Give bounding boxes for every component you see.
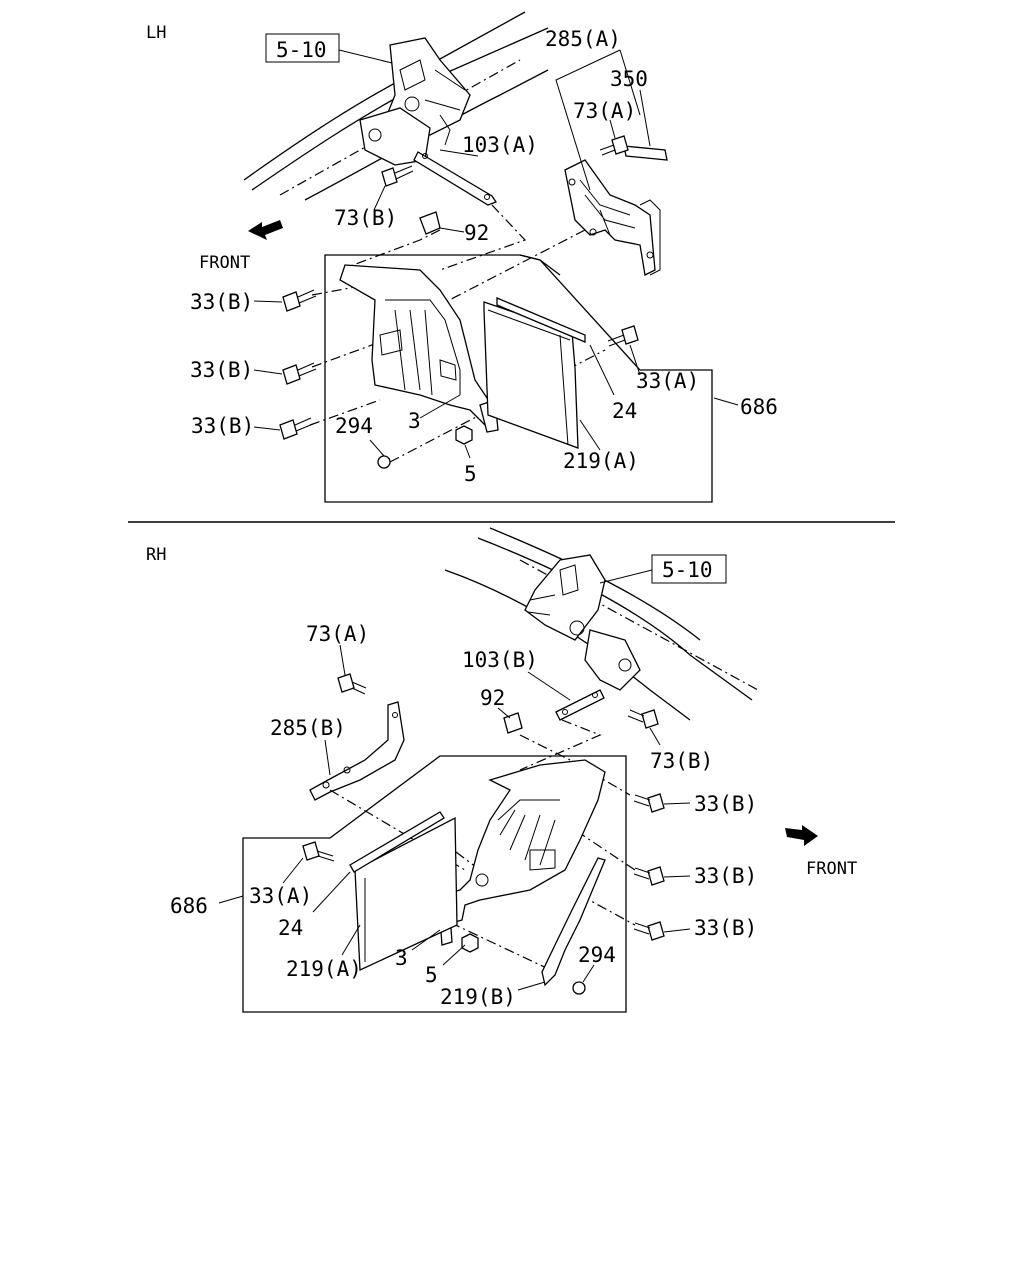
lh-callout-686: 686: [740, 395, 778, 419]
rh-callout-219a: 219(A): [286, 957, 362, 981]
rh-callout-33b-1: 33(B): [694, 792, 757, 816]
rh-ref-box: 5-10: [599, 554, 727, 584]
rh-ref-box-label: 5-10: [662, 558, 713, 582]
lh-bracket-285a: [564, 159, 661, 276]
lh-callout-33b-2: 33(B): [190, 358, 253, 382]
lh-callout-103a: 103(A): [462, 133, 538, 157]
rh-front-arrow-icon: [785, 825, 818, 846]
lh-callout-33b-1: 33(B): [190, 290, 253, 314]
lh-callout-3: 3: [408, 409, 421, 433]
lh-cab-mount: [359, 37, 471, 166]
lh-callout-73b: 73(B): [334, 206, 397, 230]
rh-callout-294: 294: [578, 943, 616, 967]
lh-pin-350: [623, 145, 668, 161]
rh-nut-5: [461, 933, 479, 953]
rh-bolts-33b: [633, 793, 665, 941]
rh-bolt-73a: [337, 673, 367, 695]
lh-bolt-73b: [381, 165, 414, 187]
rh-callout-103b: 103(B): [462, 648, 538, 672]
lh-callout-294: 294: [335, 414, 373, 438]
lh-callout-33a: 33(A): [636, 369, 699, 393]
lh-callout-350: 350: [610, 67, 648, 91]
rh-assembly-686-outline: [242, 755, 627, 1013]
lh-side-label: LH: [146, 23, 166, 43]
rh-callout-73b: 73(B): [650, 749, 713, 773]
rh-bolt-73b: [627, 709, 659, 729]
lh-callout-5: 5: [464, 462, 477, 486]
rh-callout-92: 92: [480, 686, 505, 710]
lh-callout-33b-3: 33(B): [191, 414, 254, 438]
lh-callout-92: 92: [464, 221, 489, 245]
lh-clip-92: [419, 211, 441, 235]
lh-front-arrow-icon: [248, 220, 283, 240]
rh-bolt-33a: [302, 841, 335, 862]
lh-bolts-33b: [279, 289, 317, 440]
lh-callout-219a: 219(A): [563, 449, 639, 473]
lh-retainer-24: [496, 297, 586, 343]
rh-callout-686: 686: [170, 894, 208, 918]
lh-bolt-33a: [607, 325, 639, 347]
rh-front-label: FRONT: [806, 859, 857, 879]
rh-cab-mount: [524, 554, 641, 691]
lh-front-label: FRONT: [199, 253, 250, 273]
rh-strap-103b: [555, 689, 605, 721]
lh-nut-5: [455, 425, 473, 445]
rh-mudflap-219b: [541, 857, 606, 987]
rh-callout-73a: 73(A): [306, 622, 369, 646]
rh-callout-33b-2: 33(B): [694, 864, 757, 888]
rh-callout-219b: 219(B): [440, 985, 516, 1009]
rh-rivet-294: [572, 981, 586, 995]
rh-retainer-24: [349, 811, 445, 873]
rh-leader-lines: [218, 644, 691, 991]
rh-callout-5: 5: [425, 963, 438, 987]
lh-callout-24: 24: [612, 399, 637, 423]
rh-callout-3: 3: [395, 946, 408, 970]
lh-rivet-294: [377, 455, 391, 469]
lh-callout-285a: 285(A): [545, 27, 621, 51]
rh-callout-24: 24: [278, 916, 303, 940]
rh-callout-33a: 33(A): [249, 884, 312, 908]
lh-callout-73a: 73(A): [573, 99, 636, 123]
rh-callout-33b-3: 33(B): [694, 916, 757, 940]
lh-ref-box-label: 5-10: [276, 38, 327, 62]
lh-leader-lines: [253, 49, 739, 459]
rh-bracket-285b: [309, 701, 405, 801]
lh-ref-box: 5-10: [265, 33, 393, 64]
rh-side-label: RH: [146, 545, 166, 565]
rh-mudflap-219a: [354, 816, 458, 971]
rh-clip-92: [503, 712, 523, 734]
lh-section: LH 5-10: [146, 11, 778, 503]
lh-strap-103a: [413, 151, 497, 206]
lh-bolt-73a: [599, 135, 629, 156]
rh-callout-285b: 285(B): [270, 716, 346, 740]
rh-section: RH 5-10: [146, 527, 857, 1013]
